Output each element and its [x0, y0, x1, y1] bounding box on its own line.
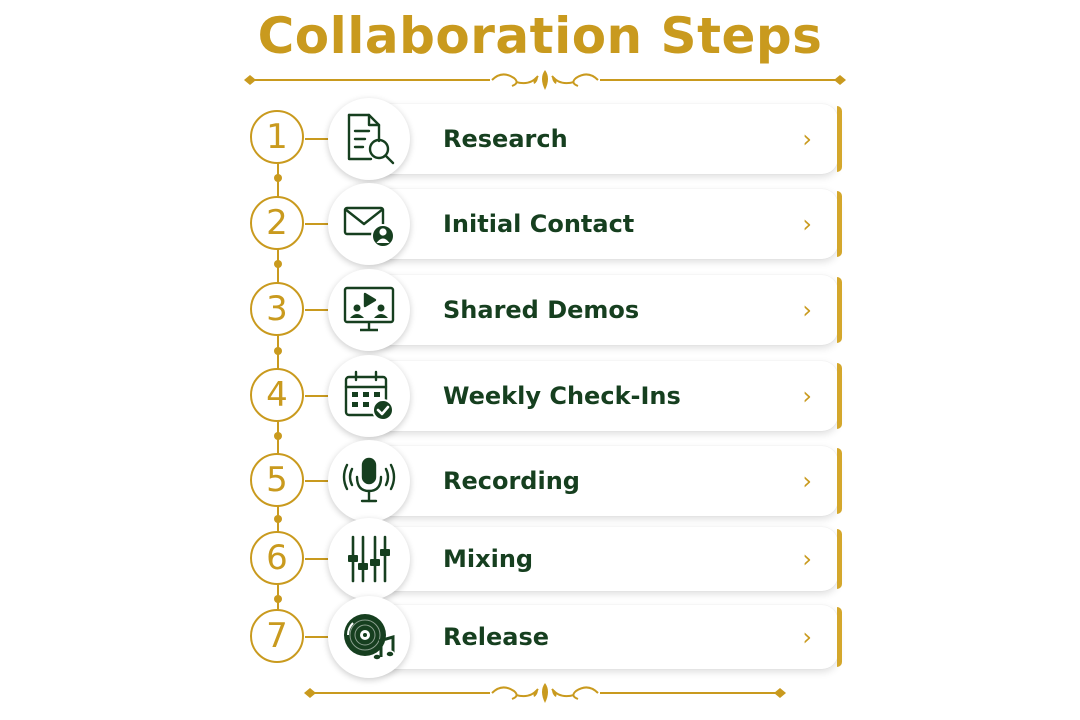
card-accent-edge: [837, 363, 842, 429]
step-label: Initial Contact: [443, 210, 635, 238]
step-release: 7 Release ›: [248, 596, 848, 678]
step-label: Release: [443, 623, 550, 651]
timeline-dot: [274, 174, 282, 182]
chevron-right-icon: ›: [802, 545, 812, 573]
document-search-icon: [347, 113, 395, 165]
step-card-research[interactable]: Research ›: [368, 104, 842, 174]
chevron-right-icon: ›: [802, 210, 812, 238]
step-label: Research: [443, 125, 568, 153]
step-card-release[interactable]: Release ›: [368, 605, 842, 669]
chevron-right-icon: ›: [802, 623, 812, 651]
step-label: Weekly Check-Ins: [443, 382, 681, 410]
step-card-initial-contact[interactable]: Initial Contact ›: [368, 189, 842, 259]
step-label: Shared Demos: [443, 296, 640, 324]
step-label: Recording: [443, 467, 580, 495]
page-title: Collaboration Steps: [257, 7, 823, 65]
step-connector: [305, 558, 331, 560]
chevron-right-icon: ›: [802, 467, 812, 495]
step-number-badge: 1: [250, 110, 304, 164]
video-presentation-icon: [343, 286, 395, 332]
step-research: 1 Research ›: [248, 98, 848, 180]
calendar-check-icon: [344, 370, 394, 421]
step-card-weekly-check-ins[interactable]: Weekly Check-Ins ›: [368, 361, 842, 431]
timeline-dot: [274, 432, 282, 440]
step-connector: [305, 636, 331, 638]
step-number-badge: 3: [250, 282, 304, 336]
card-accent-edge: [837, 607, 842, 667]
step-initial-contact: 2 Initial Contact ›: [248, 183, 848, 265]
step-card-mixing[interactable]: Mixing ›: [368, 527, 842, 591]
step-number-badge: 6: [250, 531, 304, 585]
card-accent-edge: [837, 529, 842, 589]
step-label: Mixing: [443, 545, 534, 573]
card-accent-edge: [837, 277, 842, 343]
step-connector: [305, 309, 331, 311]
timeline-dot: [274, 595, 282, 603]
timeline-dot: [274, 515, 282, 523]
step-icon-circle: [328, 98, 410, 180]
chevron-right-icon: ›: [802, 382, 812, 410]
step-mixing: 6 Mixing ›: [248, 518, 848, 600]
step-number-badge: 7: [250, 609, 304, 663]
step-connector: [305, 395, 331, 397]
top-ornament-divider: [244, 70, 846, 90]
step-connector: [305, 138, 331, 140]
step-shared-demos: 3 Shared Demos ›: [248, 269, 848, 351]
step-icon-circle: [328, 355, 410, 437]
step-icon-circle: [328, 440, 410, 522]
step-recording: 5 Recording ›: [248, 440, 848, 522]
step-number-badge: 2: [250, 196, 304, 250]
bottom-ornament-divider: [304, 683, 786, 703]
step-number-badge: 4: [250, 368, 304, 422]
timeline-dot: [274, 260, 282, 268]
card-accent-edge: [837, 191, 842, 257]
step-number-badge: 5: [250, 453, 304, 507]
email-contact-icon: [343, 206, 395, 248]
step-card-shared-demos[interactable]: Shared Demos ›: [368, 275, 842, 345]
chevron-right-icon: ›: [802, 125, 812, 153]
card-accent-edge: [837, 448, 842, 514]
step-connector: [305, 223, 331, 225]
step-icon-circle: [328, 183, 410, 265]
step-weekly-check-ins: 4 Weekly Check-Ins ›: [248, 355, 848, 437]
step-connector: [305, 480, 331, 482]
mixer-sliders-icon: [348, 535, 390, 583]
step-icon-circle: [328, 269, 410, 351]
step-icon-circle: [328, 518, 410, 600]
chevron-right-icon: ›: [802, 296, 812, 324]
vinyl-record-icon: [344, 614, 395, 661]
step-card-recording[interactable]: Recording ›: [368, 446, 842, 516]
microphone-icon: [342, 457, 396, 503]
card-accent-edge: [837, 106, 842, 172]
step-icon-circle: [328, 596, 410, 678]
timeline-dot: [274, 347, 282, 355]
